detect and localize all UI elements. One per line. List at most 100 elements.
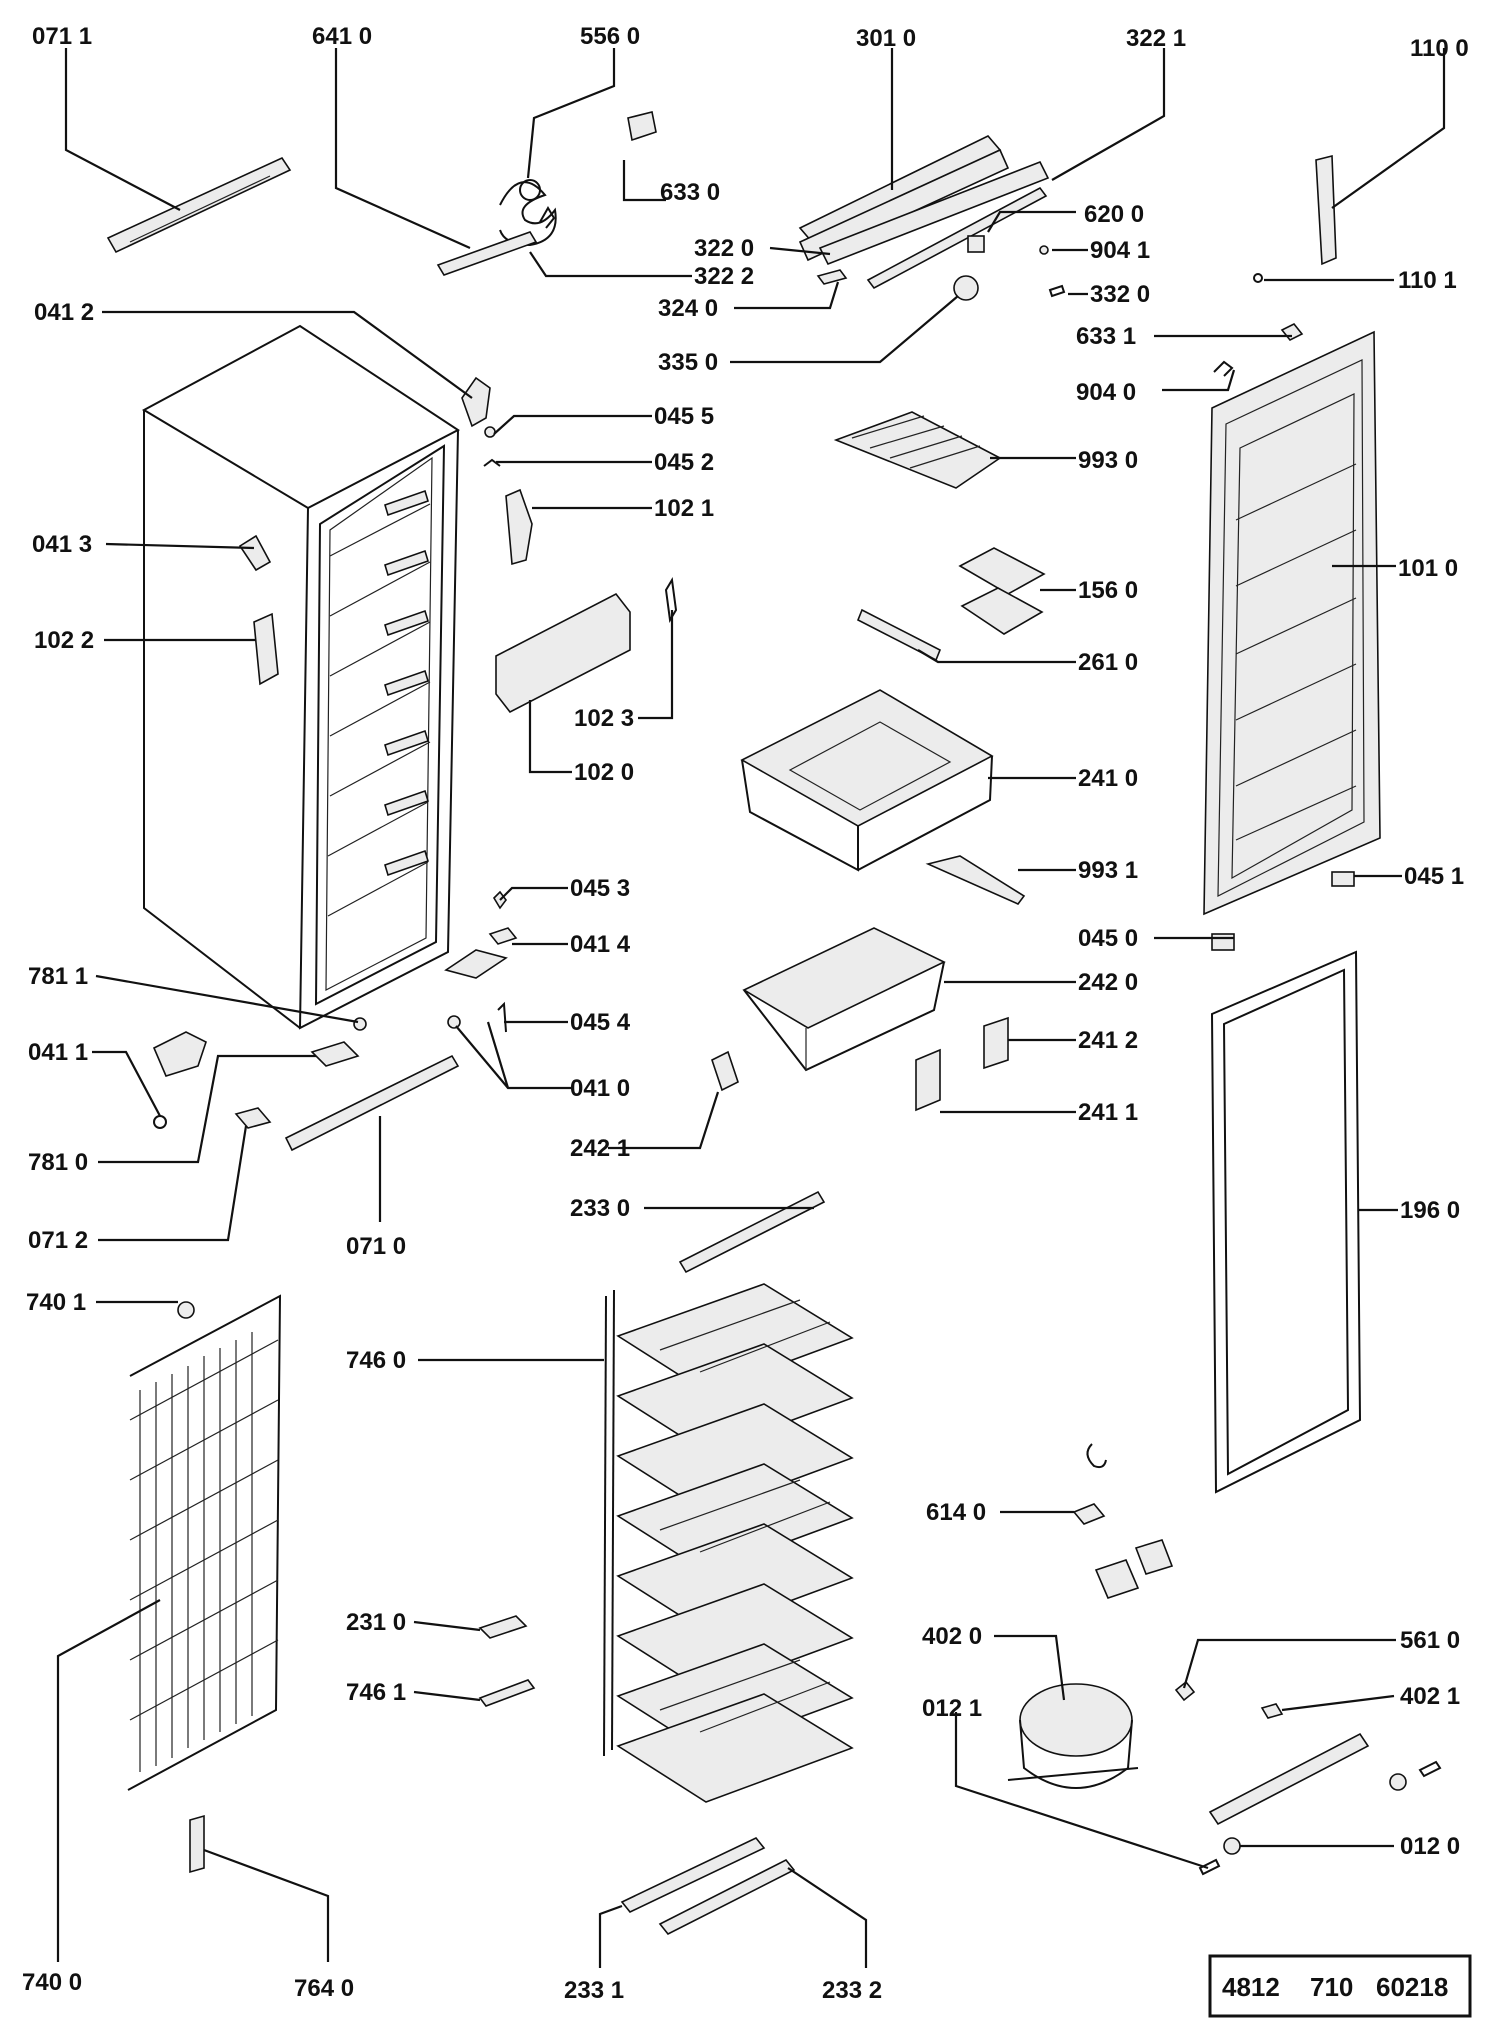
code-part-3: 60218 <box>1376 1972 1448 2002</box>
part-993-1 <box>925 855 1026 905</box>
label-102-0: 102 0 <box>574 759 634 786</box>
part-drawings <box>106 111 1442 1936</box>
label-110-0: 110 0 <box>1410 35 1469 62</box>
label-233-1: 233 1 <box>564 1977 624 2004</box>
label-324-0: 324 0 <box>658 295 718 322</box>
code-part-2: 710 <box>1310 1972 1353 2002</box>
label-102-3: 102 3 <box>574 705 634 732</box>
label-261-0: 261 0 <box>1078 649 1138 676</box>
part-045-4-screw <box>447 1015 461 1029</box>
part-071-2 <box>234 1107 272 1129</box>
part-grommet <box>1389 1773 1407 1791</box>
part-233-1 <box>620 1837 766 1913</box>
part-compressor-base <box>1208 1732 1370 1826</box>
label-746-1: 746 1 <box>346 1679 406 1706</box>
part-102-2 <box>253 612 279 686</box>
label-071-0: 071 0 <box>346 1233 406 1260</box>
label-904-1: 904 1 <box>1090 237 1150 264</box>
part-402-1 <box>1260 1703 1284 1719</box>
reference-code-box: 4812 710 60218 <box>1208 1954 1472 2018</box>
part-740-0 <box>127 1294 282 1791</box>
part-335-0 <box>953 275 979 301</box>
label-071-2: 071 2 <box>28 1227 88 1254</box>
part-cabinet <box>141 324 460 1030</box>
part-041-3 <box>238 534 272 572</box>
part-012-1-pin <box>1198 1858 1221 1876</box>
label-102-1: 102 1 <box>654 495 714 522</box>
label-045-2: 045 2 <box>654 449 714 476</box>
label-633-0: 633 0 <box>660 179 720 206</box>
part-614-clip <box>1086 1443 1107 1469</box>
label-301-0: 301 0 <box>856 25 916 52</box>
part-614-0 <box>1072 1503 1106 1525</box>
part-101-0 <box>1203 330 1381 916</box>
label-764-0: 764 0 <box>294 1975 354 2002</box>
part-241-0 <box>740 689 994 872</box>
part-242-0 <box>742 927 946 1072</box>
part-904-1 <box>1039 245 1049 255</box>
label-012-0: 012 0 <box>1400 1833 1460 1860</box>
label-740-1: 740 1 <box>26 1289 86 1316</box>
part-332-0 <box>1048 284 1066 298</box>
part-045-0 <box>1211 933 1235 951</box>
label-242-0: 242 0 <box>1078 969 1138 996</box>
label-233-0: 233 0 <box>570 1195 630 1222</box>
label-041-0: 041 0 <box>570 1075 630 1102</box>
part-045-4 <box>497 1001 507 1033</box>
part-045-2 <box>483 458 501 467</box>
part-041-2 <box>461 376 491 428</box>
label-740-0: 740 0 <box>22 1969 82 1996</box>
part-196-0 <box>1210 950 1362 1494</box>
part-041-4 <box>488 927 518 945</box>
label-993-0: 993 0 <box>1078 447 1138 474</box>
label-242-1: 242 1 <box>570 1135 630 1162</box>
part-402-0 <box>1007 1683 1139 1789</box>
label-045-5: 045 5 <box>654 403 714 430</box>
part-045-5 <box>484 426 496 438</box>
part-041-1-screw <box>153 1115 167 1129</box>
part-633-1 <box>1280 322 1304 342</box>
part-110-0 <box>1315 154 1337 266</box>
part-102-3 <box>664 577 678 623</box>
label-402-1: 402 1 <box>1400 1683 1460 1710</box>
part-324-0 <box>816 269 848 285</box>
label-156-0: 156 0 <box>1078 577 1138 604</box>
part-781-1 <box>353 1017 367 1031</box>
part-156-0-top <box>958 547 1046 595</box>
label-041-3: 041 3 <box>32 531 92 558</box>
part-041-0 <box>444 949 508 979</box>
part-614-bracket <box>1094 1559 1140 1599</box>
part-241-1 <box>915 1048 941 1112</box>
label-781-0: 781 0 <box>28 1149 88 1176</box>
part-labels: 071 1 641 0 556 0 301 0 322 1 110 0 633 … <box>22 23 1469 2004</box>
label-041-2: 041 2 <box>34 299 94 326</box>
label-322-2: 322 2 <box>694 263 754 290</box>
part-045-1 <box>1331 871 1355 887</box>
label-041-1: 041 1 <box>28 1039 88 1066</box>
label-335-0: 335 0 <box>658 349 718 376</box>
part-012-0 <box>1223 1837 1241 1855</box>
part-242-1 <box>711 1050 739 1092</box>
part-071-0 <box>284 1054 460 1152</box>
part-156-0-tray <box>960 587 1044 635</box>
part-781-0 <box>310 1041 360 1067</box>
label-614-0: 614 0 <box>926 1499 986 1526</box>
label-041-4: 041 4 <box>570 931 631 958</box>
label-045-3: 045 3 <box>570 875 630 902</box>
label-561-0: 561 0 <box>1400 1627 1460 1654</box>
label-904-0: 904 0 <box>1076 379 1136 406</box>
label-110-1: 110 1 <box>1398 267 1457 294</box>
part-322-0 <box>818 160 1050 266</box>
part-641-0 <box>436 231 538 276</box>
label-071-1: 071 1 <box>32 23 92 50</box>
leader-lines <box>56 48 1446 1968</box>
part-904-0 <box>1213 360 1234 377</box>
label-012-1: 012 1 <box>922 1695 982 1722</box>
part-633-0 <box>627 111 657 142</box>
label-620-0: 620 0 <box>1084 201 1144 228</box>
part-241-2 <box>983 1016 1009 1070</box>
label-781-1: 781 1 <box>28 963 88 990</box>
label-402-0: 402 0 <box>922 1623 982 1650</box>
label-045-1: 045 1 <box>1404 863 1464 890</box>
